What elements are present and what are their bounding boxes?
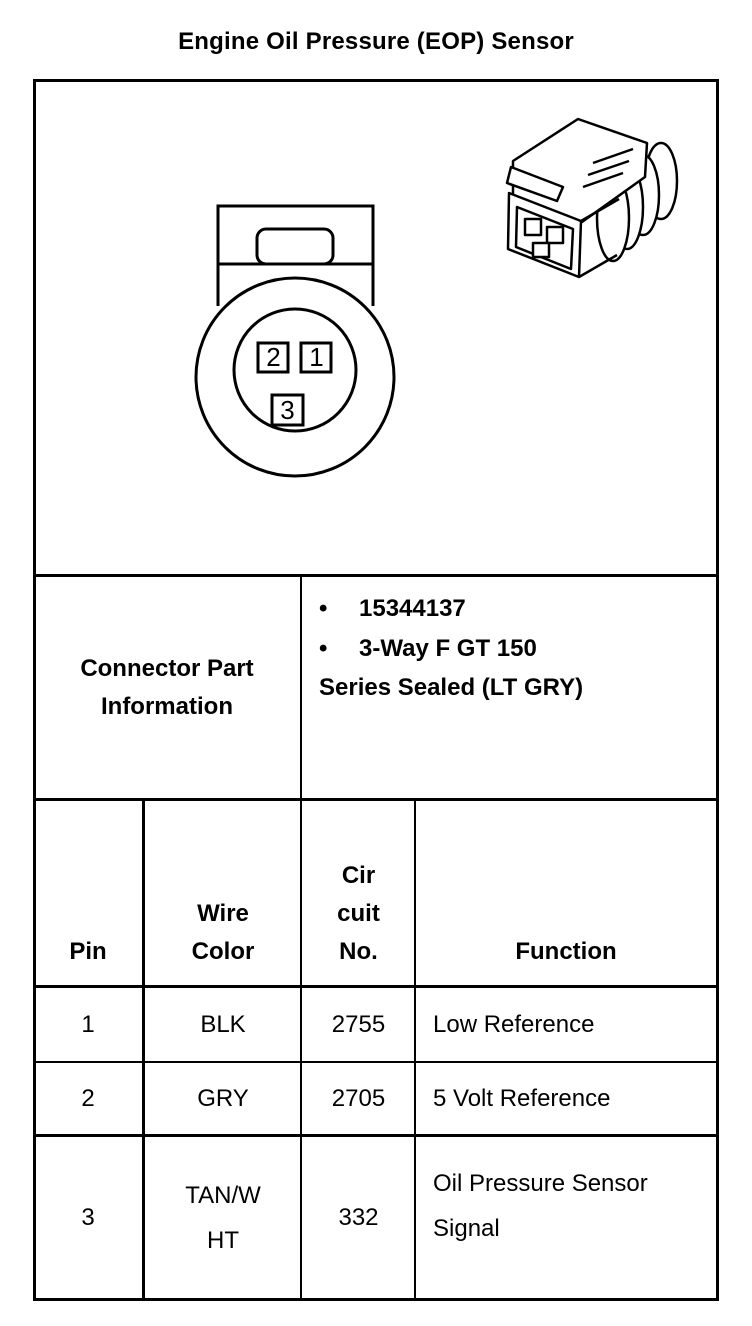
- divider-col-circuit: [414, 799, 416, 1301]
- row2-function: 5 Volt Reference: [433, 1085, 611, 1112]
- connector-description-cont: Series Sealed (LT GRY): [319, 674, 584, 701]
- divider-col-wire: [300, 799, 302, 1301]
- header-wire-color: Wire Color: [191, 900, 255, 965]
- row2-circuit: 2705: [331, 1085, 386, 1112]
- connector-info-label: Connector Part Information: [80, 655, 254, 720]
- pin-label-2: 2: [266, 342, 281, 372]
- connector-description: 3-Way F GT 150: [359, 635, 537, 662]
- bullet-icon: •: [319, 635, 328, 662]
- part-number: 15344137: [359, 595, 466, 622]
- divider-info-col: [300, 575, 302, 799]
- row2-wire: GRY: [197, 1085, 249, 1112]
- bullet-icon: •: [319, 595, 328, 622]
- connector-isometric-icon: [505, 117, 679, 279]
- row1-circuit: 2755: [331, 1011, 386, 1038]
- pin-label-3: 3: [280, 395, 295, 425]
- border-bottom: [33, 1298, 719, 1301]
- row3-wire: TAN/W HT: [185, 1181, 261, 1254]
- border-left: [33, 79, 36, 1301]
- page-title: Engine Oil Pressure (EOP) Sensor: [178, 28, 574, 55]
- divider-header: [33, 985, 719, 988]
- divider-info: [33, 798, 719, 801]
- row2-pin: 2: [81, 1085, 95, 1112]
- header-circuit-no: Cir cuit No.: [337, 862, 380, 965]
- connector-diagram: 2 1 3: [33, 79, 719, 575]
- pin-label-1: 1: [309, 342, 324, 372]
- list-item: • 3-Way F GT 150: [319, 629, 719, 669]
- divider-row1: [33, 1061, 719, 1063]
- row3-function: Oil Pressure Sensor Signal: [433, 1170, 648, 1242]
- row1-wire: BLK: [200, 1011, 246, 1038]
- border-right: [716, 79, 719, 1301]
- row3-circuit: 332: [338, 1204, 379, 1231]
- header-pin: Pin: [69, 938, 107, 965]
- divider-row2: [33, 1134, 719, 1137]
- connector-face-drawing: [194, 117, 679, 478]
- row3-pin: 3: [81, 1204, 95, 1231]
- divider-diagram: [33, 574, 719, 577]
- connector-table: 2 1 3 Connector Part Information • 15344…: [33, 79, 719, 1301]
- list-item: • 15344137: [319, 589, 719, 629]
- divider-col-pin: [142, 799, 145, 1301]
- row1-pin: 1: [81, 1011, 95, 1038]
- header-function: Function: [515, 938, 617, 965]
- connector-info-list: • 15344137 • 3-Way F GT 150 Series Seale…: [301, 589, 719, 707]
- border-top: [33, 79, 719, 82]
- row1-function: Low Reference: [433, 1011, 595, 1038]
